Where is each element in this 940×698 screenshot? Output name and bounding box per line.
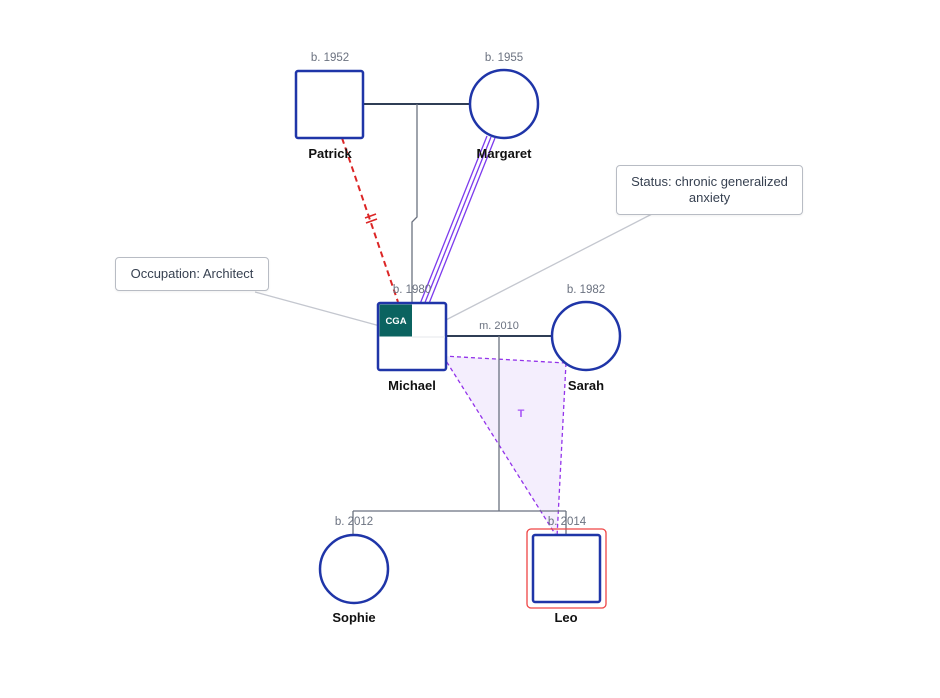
birth-year: b. 2012	[335, 516, 373, 528]
michael-descent-line	[411, 104, 418, 302]
status-note-leader	[439, 213, 653, 324]
cutoff-relationship	[341, 137, 399, 303]
person-name: Patrick	[308, 146, 352, 161]
person-leo[interactable]: b. 2014 Leo	[526, 516, 607, 625]
female-symbol[interactable]	[468, 68, 540, 140]
person-patrick[interactable]: b. 1952 Patrick	[294, 52, 365, 161]
birth-year: b. 1982	[567, 284, 605, 296]
marriage-date: m. 2010	[479, 320, 519, 332]
birth-year: b. 1952	[311, 52, 349, 64]
occupation-note-leader	[254, 291, 381, 327]
condition-badge	[379, 304, 412, 337]
triangle-edge-michael-leo	[442, 355, 558, 538]
person-michael[interactable]: b. 1980 CGA Michael	[376, 284, 448, 393]
condition-badge-label: CGA	[385, 316, 406, 327]
birth-year: b. 1955	[485, 52, 523, 64]
cutoff-mark	[365, 218, 378, 224]
person-name: Michael	[388, 378, 436, 393]
status-note[interactable]: Status: chronic generalized anxiety	[616, 165, 803, 215]
fused-line	[427, 137, 496, 307]
fused-line	[419, 135, 488, 305]
female-symbol[interactable]	[318, 533, 390, 605]
person-name: Leo	[554, 610, 577, 625]
birth-year: b. 2014	[548, 516, 587, 528]
cutoff-line	[341, 137, 399, 303]
identified-patient-marker	[526, 528, 607, 609]
person-sophie[interactable]: b. 2012 Sophie	[318, 516, 390, 625]
person-name: Sarah	[568, 378, 604, 393]
person-sarah[interactable]: b. 1982 Sarah	[550, 284, 622, 393]
birth-year: b. 1980	[393, 284, 431, 296]
female-symbol[interactable]	[550, 300, 622, 372]
triangle-fill	[443, 356, 566, 537]
male-symbol[interactable]	[294, 69, 365, 140]
triangle-edge-sarah-leo	[556, 362, 567, 538]
cutoff-mark	[364, 213, 377, 219]
fused-relationship	[419, 135, 496, 307]
fused-line	[423, 136, 492, 306]
person-margaret[interactable]: b. 1955 Margaret	[468, 52, 540, 161]
male-symbol[interactable]	[531, 533, 602, 604]
person-name: Margaret	[477, 146, 533, 161]
triangulation: T	[442, 355, 567, 538]
occupation-note[interactable]: Occupation: Architect	[115, 257, 269, 291]
person-name: Sophie	[332, 610, 375, 625]
triangle-label: T	[518, 408, 525, 420]
